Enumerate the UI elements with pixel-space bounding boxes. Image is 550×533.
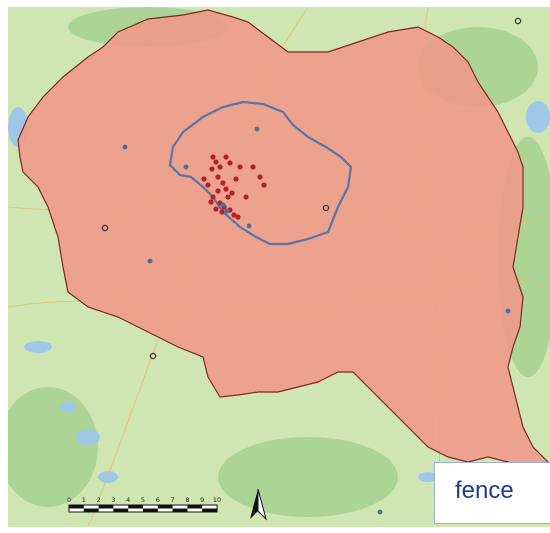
legend-box: fence [434,462,550,524]
scale-segment [187,505,203,509]
scale-tick-label: 2 [97,496,101,504]
scale-segment [98,505,114,509]
scale-segments [69,505,217,512]
scale-tick-label: 0 [67,496,71,504]
blue-observation-points [122,126,511,515]
scale-tick-label: 1 [82,496,86,504]
fence-boundary[interactable] [168,100,353,246]
scale-tick-label: 10 [213,496,221,504]
ring-markers [101,17,522,360]
scale-segment [128,505,143,509]
scale-segment [69,505,84,509]
scale-tick-label: 8 [185,496,189,504]
scale-segment [202,508,217,512]
scale-segment [172,508,188,512]
scale-bar: 0 1 2 3 4 5 6 7 8 9 10 [67,496,221,513]
scale-segment [157,505,173,509]
scale-segment [113,508,129,512]
legend-label: fence [455,477,514,504]
water-bodies [8,101,550,483]
scale-tick-label: 6 [156,496,160,504]
red-observation-points [201,154,267,220]
scale-segment [83,508,99,512]
scale-tick-label: 9 [200,496,204,504]
study-region-polygon[interactable] [17,9,549,473]
scale-tick-label: 5 [141,496,145,504]
scale-tick-label: 3 [111,496,115,504]
scale-segment [143,508,158,512]
map-view[interactable]: 0 1 2 3 4 5 6 7 8 9 10 [8,7,550,527]
scale-tick-label: 7 [171,496,175,504]
north-arrow-icon [250,488,267,521]
map-canvas[interactable]: 0 1 2 3 4 5 6 7 8 9 10 [8,7,550,527]
scale-tick-label: 4 [126,496,130,504]
scale-labels: 0 1 2 3 4 5 6 7 8 9 10 [67,496,221,504]
